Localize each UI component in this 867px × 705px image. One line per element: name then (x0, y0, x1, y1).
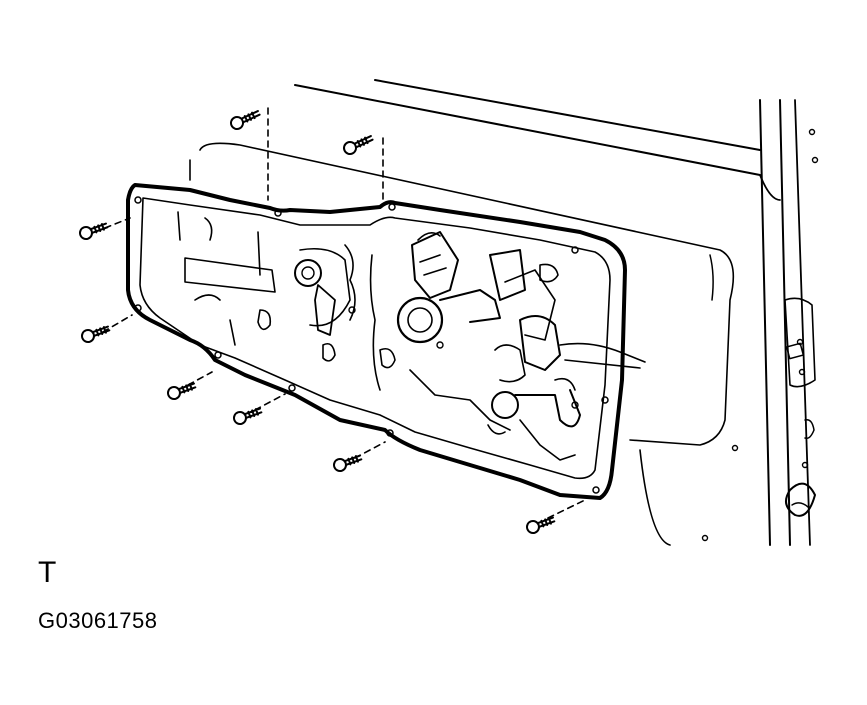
bolt-alignment-lines (102, 107, 586, 519)
regulator-motor (396, 231, 501, 349)
screw-icon-top-left (230, 110, 261, 130)
window-regulator-bracket (294, 259, 356, 336)
screw-icon-bottom-4 (526, 516, 556, 534)
door-body-outline (189, 79, 819, 546)
screw-icon-left-1 (79, 222, 109, 240)
screw-icon-bottom-2 (233, 407, 263, 425)
screw-icon-bottom-1 (167, 382, 197, 400)
inner-panel-outline (126, 183, 627, 500)
screw-icon-bottom-3 (333, 454, 363, 472)
outside-handle-link (491, 377, 581, 428)
door-panel-exploded-diagram (79, 79, 819, 546)
panel-ribs (177, 211, 576, 461)
view-letter: T (38, 556, 57, 589)
door-lock-assembly (489, 249, 646, 383)
screw-icon-top-right (343, 135, 374, 155)
figure-code: G03061758 (38, 608, 158, 633)
screw-icon-left-2 (81, 325, 111, 343)
